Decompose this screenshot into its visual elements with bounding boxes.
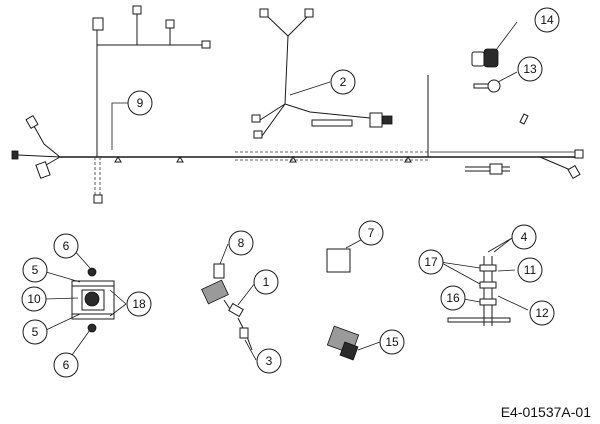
svg-text:7: 7: [368, 226, 375, 240]
svg-text:3: 3: [266, 354, 273, 368]
callout-6-lower: 6: [53, 352, 79, 378]
switch-bracket-assembly: [71, 267, 115, 333]
svg-text:5: 5: [32, 325, 39, 339]
harness-branch-2: [251, 8, 393, 139]
main-wiring-harness: [11, 5, 584, 204]
svg-text:16: 16: [446, 291, 460, 305]
callout-18: 18: [126, 291, 152, 317]
svg-text:17: 17: [424, 255, 438, 269]
terminal-assembly: [447, 256, 511, 326]
callout-8: 8: [228, 230, 254, 256]
callout-10: 10: [21, 286, 47, 312]
callout-17: 17: [418, 249, 444, 275]
callout-1: 1: [253, 269, 279, 295]
svg-text:5: 5: [32, 263, 39, 277]
leader-lines: [45, 21, 529, 361]
callout-14: 14: [534, 7, 560, 33]
relay-15: [326, 325, 360, 361]
callout-5-upper: 5: [22, 257, 48, 283]
callout-15: 15: [379, 329, 405, 355]
ignition-switch: [471, 48, 499, 68]
callout-9: 9: [127, 90, 153, 116]
svg-text:9: 9: [137, 96, 144, 110]
svg-text:13: 13: [523, 62, 537, 76]
callout-2: 2: [330, 69, 356, 95]
svg-text:12: 12: [535, 306, 549, 320]
svg-text:2: 2: [340, 75, 347, 89]
callout-12: 12: [529, 300, 555, 326]
safety-switch-assembly: [201, 263, 253, 351]
svg-text:4: 4: [521, 230, 528, 244]
callout-7: 7: [358, 220, 384, 246]
svg-text:14: 14: [540, 13, 554, 27]
svg-text:6: 6: [63, 239, 70, 253]
module-7: [326, 248, 351, 273]
callout-16: 16: [440, 285, 466, 311]
svg-text:11: 11: [524, 263, 537, 277]
callout-3: 3: [256, 348, 282, 374]
callout-6-upper: 6: [53, 233, 79, 259]
callout-11: 11: [517, 257, 543, 283]
callout-5-lower: 5: [22, 319, 48, 345]
callout-13: 13: [517, 56, 543, 82]
svg-text:6: 6: [63, 358, 70, 372]
svg-text:8: 8: [238, 236, 245, 250]
ignition-key: [473, 79, 501, 93]
callout-4: 4: [511, 224, 537, 250]
svg-text:1: 1: [263, 275, 270, 289]
svg-text:18: 18: [132, 297, 146, 311]
drawing-code: E4-01537A-01: [501, 404, 592, 420]
svg-text:15: 15: [385, 335, 399, 349]
svg-text:10: 10: [27, 292, 41, 306]
